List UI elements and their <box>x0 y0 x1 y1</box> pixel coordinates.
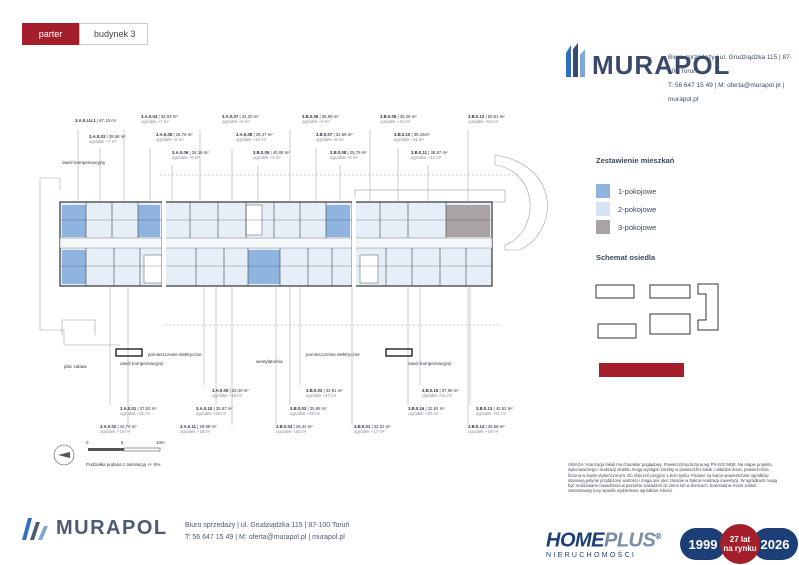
uwaga-note: UWAGA: Aranżacja lokali ma charakter pog… <box>568 462 778 494</box>
legend-item: 1-pokojowe <box>596 184 656 198</box>
murapol-mark-icon <box>22 517 48 540</box>
north-arrow-icon <box>53 444 75 466</box>
note-otwor: otwór kompensacyjny <box>120 361 164 366</box>
years-line2: na rynku <box>723 544 757 553</box>
tab-budynek[interactable]: budynek 3 <box>79 23 148 45</box>
homeplus-home: HOME <box>546 529 605 552</box>
floor-plan <box>39 130 548 466</box>
murapol-mark-icon <box>566 43 585 77</box>
schemat-title: Schemat osiedla <box>596 253 656 262</box>
homeplus-sub: NIERUCHOMOŚCI <box>546 551 637 559</box>
contact-top: Biuro sprzedaży | ul. Grudziądzka 115 | … <box>668 51 799 107</box>
year-start-badge: 1999 <box>680 528 726 560</box>
homeplus-plus: PLUS <box>604 529 656 552</box>
scale-10: 10m <box>156 440 165 445</box>
murapol-logo: MURAPOL <box>566 43 731 80</box>
logo-word: MURAPOL <box>592 50 731 80</box>
note-plac: plac zabaw <box>64 364 87 369</box>
note-otwor: otwór kompensacyjny <box>408 361 452 366</box>
footer-logo-word: MURAPOL <box>56 517 168 539</box>
contact-top-line2: T: 56 647 15 49 | M: oferta@murapol.pl |… <box>668 82 785 103</box>
years-badge: 27 lat na rynku <box>720 524 760 564</box>
unit-label: 3.A.0.LU.1 | 67,15 m² <box>75 118 117 123</box>
footer-logo: MURAPOL <box>22 517 168 540</box>
scale-0: 0 <box>86 440 89 445</box>
note-pom-el: pomieszczenie elektryczne <box>306 352 360 357</box>
building-indicator <box>599 363 684 377</box>
note-went: wentylatornia <box>256 359 283 364</box>
footer-contact-line1: Biuro sprzedaży | ul. Grudziądzka 115 | … <box>185 522 350 529</box>
homeplus-logo: HOMEPLUS® NIERUCHOMOŚCI <box>546 527 661 559</box>
scale-caption: Podziałka podana z tolerancją +/- 5% <box>86 462 161 467</box>
homeplus-reg: ® <box>655 532 661 541</box>
tab-parter[interactable]: parter <box>22 23 79 45</box>
legend-item: 2-pokojowe <box>596 202 656 216</box>
footer-contact-line2: T: 56 647 15 49 | M: oferta@murapol.pl |… <box>185 534 345 541</box>
note-otwor: otwór kompensacyjny <box>62 160 106 165</box>
years-line1: 27 lat <box>729 535 751 544</box>
legend-title: Zestawienie mieszkań <box>596 156 675 165</box>
site-scheme <box>595 283 719 339</box>
note-pom-el: pomieszczenie elektryczne <box>148 352 202 357</box>
scale-5: 5 <box>121 440 124 445</box>
contact-top-line1: Biuro sprzedaży | ul. Grudziądzka 115 | … <box>668 54 792 75</box>
footer-contact: Biuro sprzedaży | ul. Grudziądzka 115 | … <box>185 520 349 544</box>
legend-item: 3-pokojowe <box>596 220 656 234</box>
